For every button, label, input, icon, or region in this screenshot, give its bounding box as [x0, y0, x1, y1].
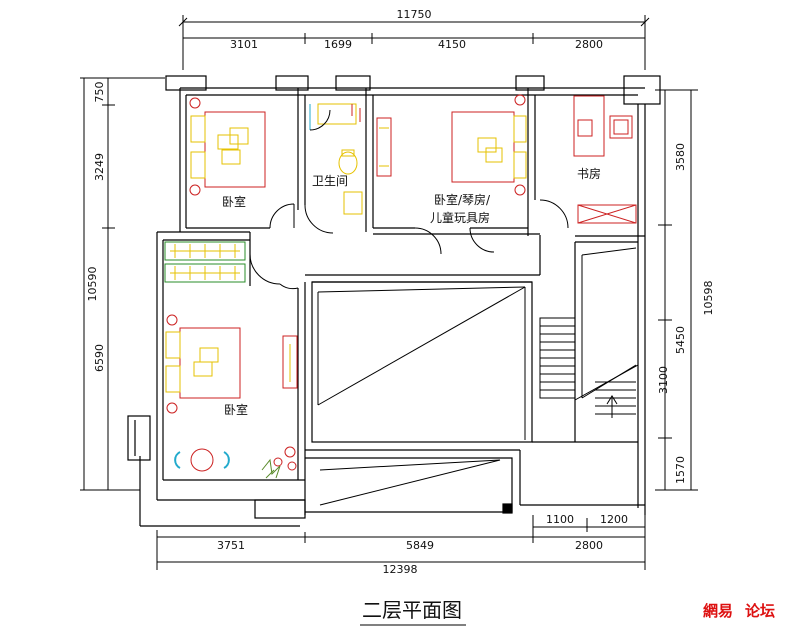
dim-right-total: 10598	[702, 281, 715, 316]
dim-top-seg-1: 3101	[230, 38, 258, 51]
dim-left-seg-1: 750	[93, 82, 106, 103]
dim-bottom-seg-2: 5849	[406, 539, 434, 552]
dim-top-seg-3: 4150	[438, 38, 466, 51]
dim-top-total: 11750	[397, 8, 432, 21]
study-furniture	[573, 95, 637, 224]
drawing-title: 二层平面图	[362, 598, 462, 622]
dim-left-total: 10590	[86, 267, 99, 302]
staircase	[539, 247, 639, 418]
dim-top-seg-2: 1699	[324, 38, 352, 51]
potted-plant	[261, 446, 297, 479]
left-dimensions	[80, 77, 165, 491]
label-bedroom-multi-2: 儿童玩具房	[430, 210, 490, 225]
label-bathroom: 卫生间	[312, 174, 348, 188]
closets	[164, 241, 246, 283]
dim-bottom-inner-1: 1100	[546, 513, 574, 526]
label-bedroom-nw: 卧室	[222, 194, 246, 209]
dim-bottom-inner-2: 1200	[600, 513, 628, 526]
dim-left-seg-2: 3249	[93, 153, 106, 181]
label-study: 书房	[577, 166, 601, 181]
bed-nw	[189, 97, 266, 196]
watermark-section: 论坛	[745, 602, 775, 620]
bathroom-fixtures	[309, 103, 363, 215]
label-bedroom-sw: 卧室	[224, 402, 248, 417]
label-bedroom-multi-1: 卧室/琴房/	[434, 192, 491, 207]
dim-right-seg-4: 1570	[674, 456, 687, 484]
dim-left-seg-3: 6590	[93, 344, 106, 372]
bed-sw	[165, 314, 298, 414]
round-table	[174, 448, 230, 472]
right-dimensions	[655, 89, 698, 491]
walls	[127, 75, 661, 527]
void-lines	[317, 286, 526, 506]
dim-right-seg-1: 3580	[674, 143, 687, 171]
dim-bottom-seg-3: 2800	[575, 539, 603, 552]
dim-bottom-total: 12398	[383, 563, 418, 576]
dim-right-seg-3: 3100	[657, 366, 670, 394]
dim-bottom-seg-1: 3751	[217, 539, 245, 552]
dim-right-seg-2: 5450	[674, 326, 687, 354]
dim-top-seg-4: 2800	[575, 38, 603, 51]
bottom-dimensions	[156, 512, 646, 570]
bed-middle	[376, 94, 527, 196]
top-dimensions	[178, 15, 650, 70]
door-arcs	[249, 199, 569, 290]
watermark-brand: 網易	[703, 602, 733, 620]
